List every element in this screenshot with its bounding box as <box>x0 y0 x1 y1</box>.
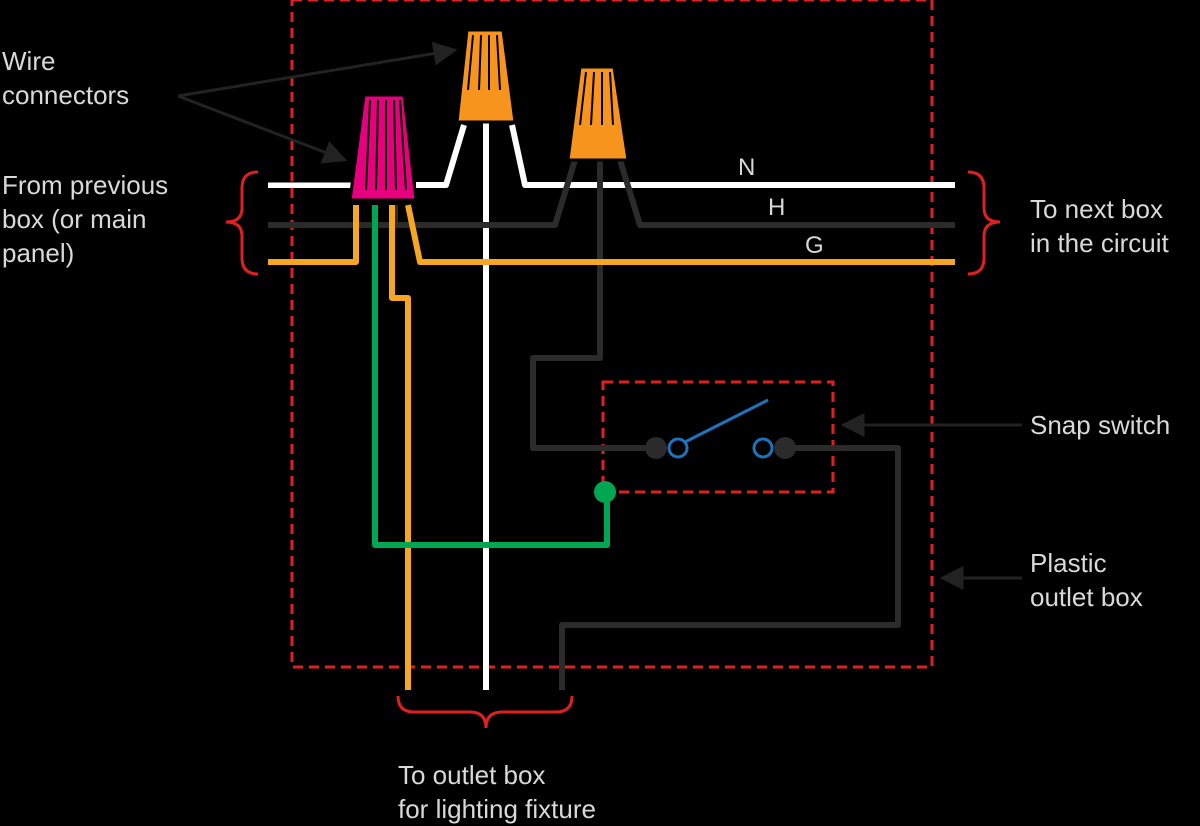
ground-wires <box>268 204 955 690</box>
plastic-outlet-box <box>290 0 934 669</box>
brace-icon <box>225 170 1001 729</box>
neutral-tag: N <box>738 154 756 181</box>
snap-switch-label: Snap switch <box>1030 410 1171 440</box>
from-previous-label: From previous box (or main panel) <box>2 170 169 268</box>
snap-switch-box <box>601 380 835 494</box>
to-outlet-label: To outlet box for lighting fixture <box>398 760 596 824</box>
plastic-box-label: Plastic outlet box <box>1030 548 1143 612</box>
switch-terminal-left <box>645 437 667 459</box>
switch-ground-terminal <box>594 481 616 503</box>
switch-ground-wire <box>372 205 610 548</box>
switch-contact-right <box>752 437 774 459</box>
switch-blade <box>684 398 769 444</box>
wire-connector-icon <box>566 65 630 162</box>
switch-contact-left <box>667 437 689 459</box>
wire-connectors-label: Wire connectors <box>2 46 130 110</box>
switch-terminal-right <box>774 437 796 459</box>
hot-tag: H <box>768 194 786 221</box>
neutral-wires <box>268 120 955 690</box>
to-next-label: To next box in the circuit <box>1030 194 1169 258</box>
hot-wires <box>268 159 955 690</box>
wire-connector-icon <box>348 93 418 202</box>
ground-tag: G <box>805 232 824 259</box>
wire-connector-icon <box>455 28 517 124</box>
arrow-icon <box>177 41 1022 590</box>
